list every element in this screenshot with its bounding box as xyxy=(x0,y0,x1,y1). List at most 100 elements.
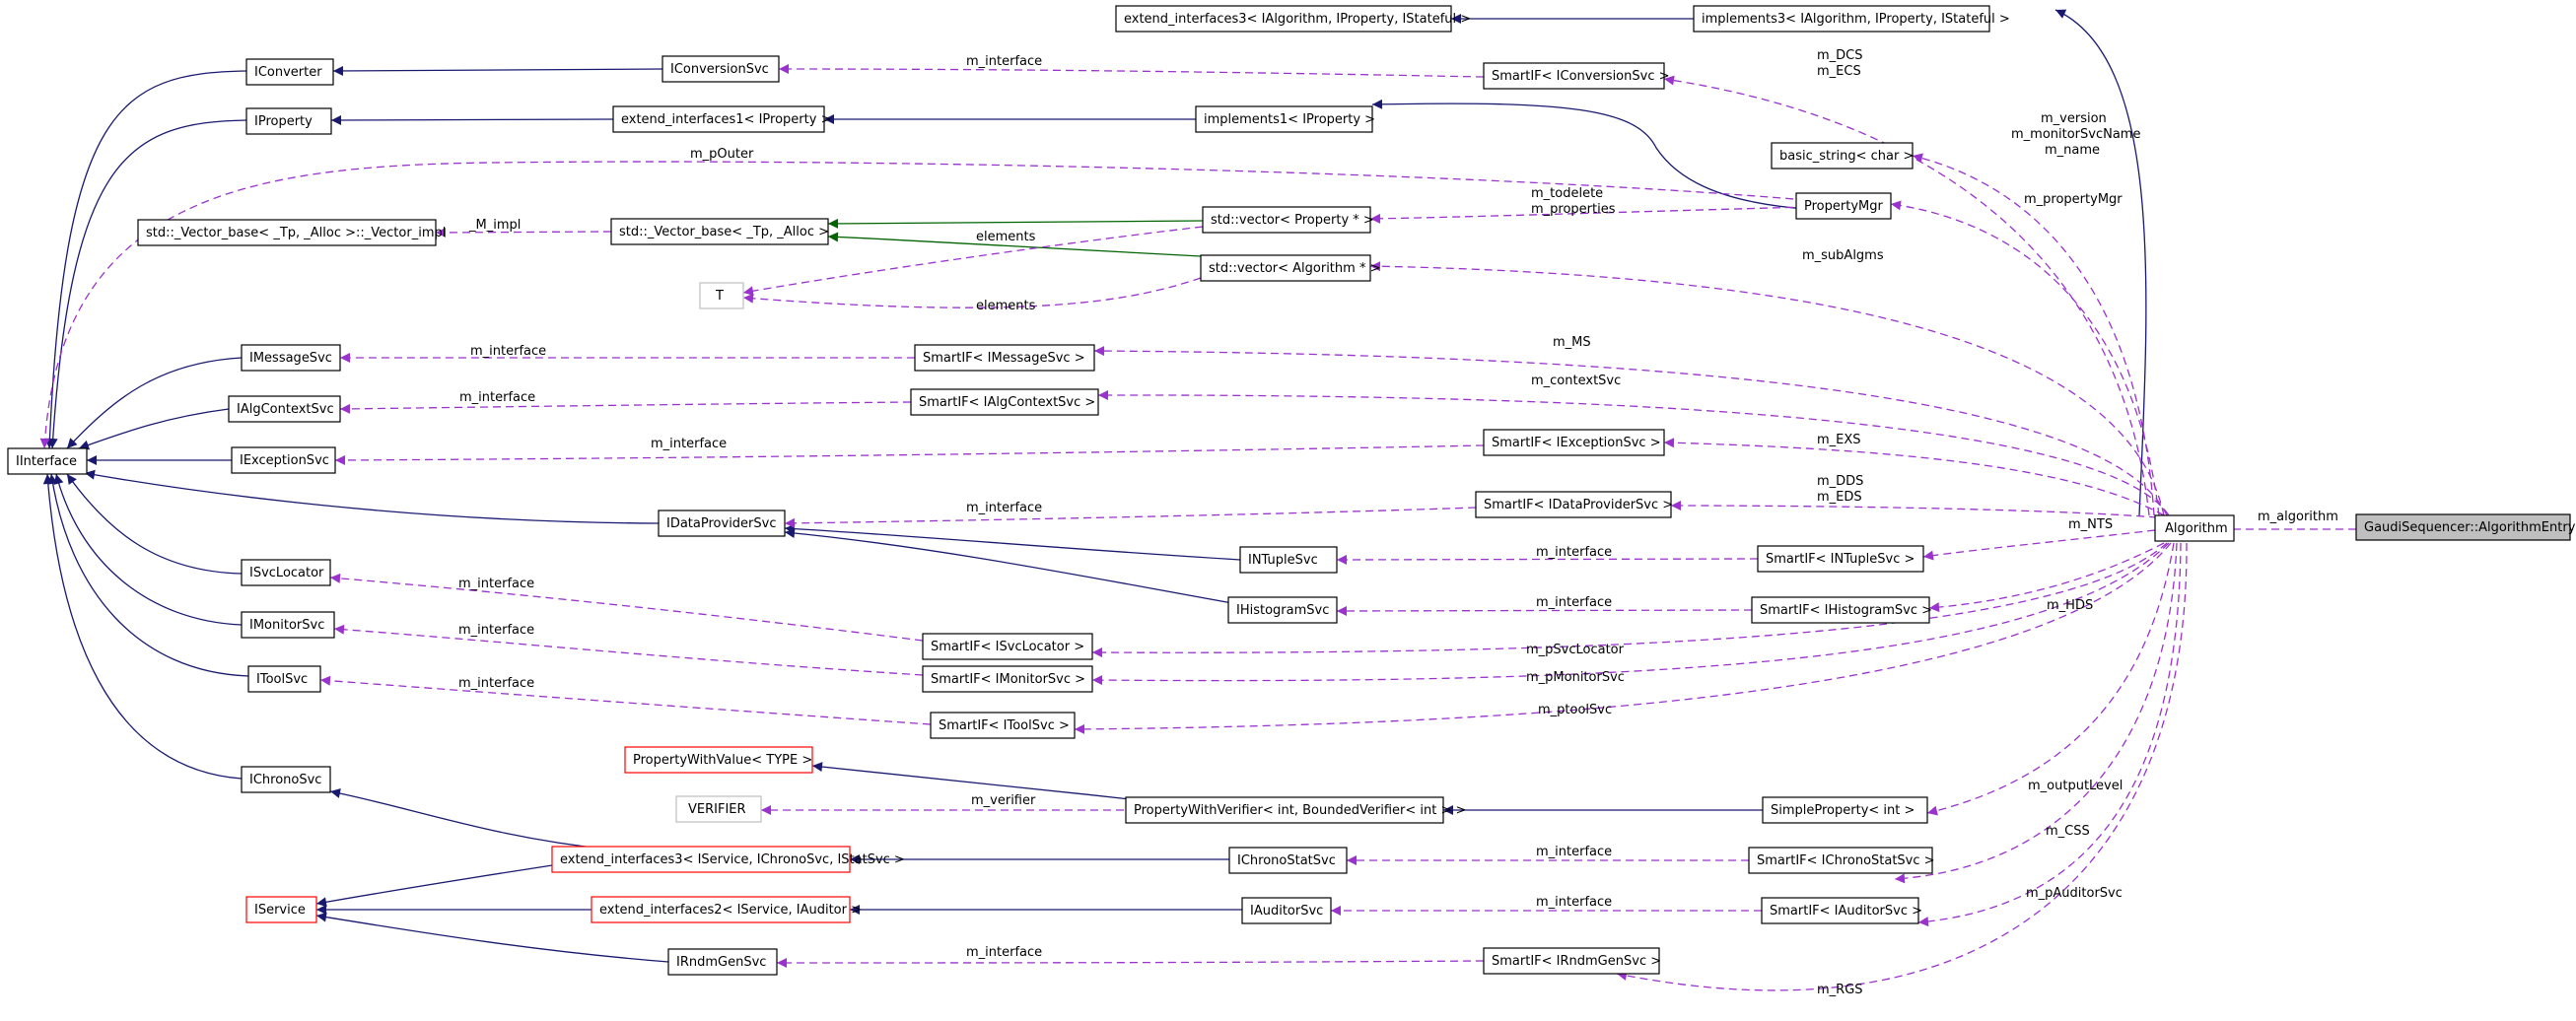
svg-text:extend_interfaces1< IProperty: extend_interfaces1< IProperty > xyxy=(621,112,831,127)
svg-text:IProperty: IProperty xyxy=(254,114,313,129)
node-vector-base[interactable]: std::_Vector_base< _Tp, _Alloc > xyxy=(610,218,829,245)
node-intuplesvc[interactable]: INTupleSvc xyxy=(1239,546,1338,574)
svg-text:IMessageSvc: IMessageSvc xyxy=(249,351,332,366)
node-propertymgr[interactable]: PropertyMgr xyxy=(1795,192,1892,220)
node-idataprovidersvc[interactable]: IDataProviderSvc xyxy=(658,510,786,537)
node-verifier[interactable]: VERIFIER xyxy=(675,795,762,823)
node-smartif-imonitorsvc[interactable]: SmartIF< IMonitorSvc > xyxy=(922,665,1093,693)
svg-text:IConverter: IConverter xyxy=(254,65,322,80)
node-smartif-ichronostatsvc[interactable]: SmartIF< IChronoStatSvc > xyxy=(1748,847,1935,874)
node-smartif-ialgcontextsvc[interactable]: SmartIF< IAlgContextSvc > xyxy=(910,388,1099,416)
edge-algorithm-smartif-ichronostatsvc xyxy=(1894,542,2178,884)
node-ext-if3-svc[interactable]: extend_interfaces3< IService, IChronoSvc… xyxy=(551,846,905,873)
svg-text:T: T xyxy=(715,289,724,304)
edge-ialgcontextsvc-iinterface xyxy=(78,408,230,450)
edge-smartif-ialgcontextsvc xyxy=(339,401,912,414)
node-itoolsvc[interactable]: IToolSvc xyxy=(247,665,321,693)
svg-text:PropertyMgr: PropertyMgr xyxy=(1804,199,1883,214)
edge-smartif-ihistogramsvc xyxy=(1336,605,1753,616)
node-smartif-imessagesvc[interactable]: SmartIF< IMessageSvc > xyxy=(914,344,1095,372)
label-m-pauditorsvc: m_pAuditorSvc xyxy=(2026,886,2123,901)
edge-vecproperty-vectorbase xyxy=(827,218,1204,229)
svg-text:IMonitorSvc: IMonitorSvc xyxy=(249,618,324,633)
node-imonitorsvc[interactable]: IMonitorSvc xyxy=(241,611,335,639)
node-ext-if3-alg[interactable]: extend_interfaces3< IAlgorithm, IPropert… xyxy=(1115,5,1471,33)
node-ichronosvc[interactable]: IChronoSvc xyxy=(241,766,331,793)
label-m-todelete: m_todelete xyxy=(1531,186,1603,201)
node-iauditorsvc[interactable]: IAuditorSvc xyxy=(1241,897,1332,924)
edge-algorithm-impl3 xyxy=(2054,9,2147,516)
node-smartif-intuplesvc[interactable]: SmartIF< INTupleSvc > xyxy=(1757,545,1924,573)
node-basic-string[interactable]: basic_string< char > xyxy=(1771,142,1914,170)
node-vec-property[interactable]: std::vector< Property * > xyxy=(1202,206,1374,234)
node-smartif-itoolsvc[interactable]: SmartIF< IToolSvc > xyxy=(930,712,1076,739)
edge-smartif-itoolsvc xyxy=(319,675,932,725)
svg-text:basic_string< char >: basic_string< char > xyxy=(1779,149,1914,164)
node-smartif-isvclocator[interactable]: SmartIF< ISvcLocator > xyxy=(922,633,1093,660)
svg-text:IService: IService xyxy=(254,903,306,918)
node-vec-algorithm[interactable]: std::vector< Algorithm * > xyxy=(1200,254,1380,282)
node-smartif-iexceptionsvc[interactable]: SmartIF< IExceptionSvc > xyxy=(1483,429,1665,456)
node-iconverter[interactable]: IConverter xyxy=(245,58,334,86)
svg-text:implements1< IProperty >: implements1< IProperty > xyxy=(1204,112,1375,127)
edge-algorithm-smartif-intuplesvc xyxy=(1922,529,2156,561)
node-t[interactable]: T xyxy=(699,282,744,309)
edge-idataprovidersvc-iinterface xyxy=(84,469,660,524)
edge-smartif-intuplesvc xyxy=(1336,554,1759,565)
label-m-exs: m_EXS xyxy=(1817,433,1861,447)
label-m-ms: m_MS xyxy=(1553,335,1591,350)
node-algorithm[interactable]: Algorithm xyxy=(2154,514,2235,542)
node-smartif-idataprovidersvc[interactable]: SmartIF< IDataProviderSvc > xyxy=(1475,491,1673,518)
svg-text:SmartIF< IAuditorSvc >: SmartIF< IAuditorSvc > xyxy=(1770,904,1922,919)
node-propertywithvalue[interactable]: PropertyWithValue< TYPE > xyxy=(624,746,813,774)
svg-text:SmartIF< IExceptionSvc >: SmartIF< IExceptionSvc > xyxy=(1492,436,1661,450)
edge-propertymgr-impl1 xyxy=(1371,99,1807,210)
node-ext-if2-svc[interactable]: extend_interfaces2< IService, IAuditor > xyxy=(591,896,862,923)
edge-smartif-imonitorsvc xyxy=(333,624,924,676)
node-pwv-bounded[interactable]: PropertyWithVerifier< int, BoundedVerifi… xyxy=(1125,796,1466,824)
node-ialgcontextsvc[interactable]: IAlgContextSvc xyxy=(228,395,341,423)
node-ihistogramsvc[interactable]: IHistogramSvc xyxy=(1227,596,1338,624)
edge-itoolsvc-iinterface xyxy=(47,473,249,677)
node-simpleproperty[interactable]: SimpleProperty< int > xyxy=(1762,796,1928,824)
node-smartif-iconversionsvc[interactable]: SmartIF< IConversionSvc > xyxy=(1483,62,1670,90)
label-m-interface-svcloc: m_interface xyxy=(458,577,534,591)
svg-text:std::_Vector_base< _Tp, _Alloc: std::_Vector_base< _Tp, _Alloc >::_Vecto… xyxy=(146,226,446,240)
edge-extif3svc-iservice xyxy=(315,858,592,908)
node-algorithmentry[interactable]: GaudiSequencer::AlgorithmEntry xyxy=(2355,513,2576,541)
svg-text:SmartIF< ISvcLocator >: SmartIF< ISvcLocator > xyxy=(931,640,1084,654)
node-imessagesvc[interactable]: IMessageSvc xyxy=(241,344,341,372)
svg-text:SmartIF< IDataProviderSvc >: SmartIF< IDataProviderSvc > xyxy=(1484,498,1673,512)
node-iproperty[interactable]: IProperty xyxy=(245,107,332,135)
edge-vecproperty-t xyxy=(742,226,1204,297)
node-ext-if1-prop[interactable]: extend_interfaces1< IProperty > xyxy=(612,105,831,133)
label-m-dds: m_DDS xyxy=(1817,474,1863,489)
edge-irndmgensvc-iservice xyxy=(315,912,669,963)
label-m-interface-rndm: m_interface xyxy=(966,945,1042,960)
label-m-interface-conversion: m_interface xyxy=(966,54,1042,69)
label-m-css: m_CSS xyxy=(2046,824,2090,839)
node-iservice[interactable]: IService xyxy=(245,896,317,923)
node-vector-base-impl[interactable]: std::_Vector_base< _Tp, _Alloc >::_Vecto… xyxy=(137,219,446,246)
edge-smartif-isvclocator xyxy=(329,573,924,642)
node-iexceptionsvc[interactable]: IExceptionSvc xyxy=(231,446,336,474)
label-m-pmonitorsvc: m_pMonitorSvc xyxy=(1526,670,1625,685)
node-impl3[interactable]: implements3< IAlgorithm, IProperty, ISta… xyxy=(1693,5,2010,33)
node-iconversionsvc[interactable]: IConversionSvc xyxy=(661,55,780,83)
node-smartif-irndmgensvc[interactable]: SmartIF< IRndmGenSvc > xyxy=(1483,947,1661,975)
svg-text:std::_Vector_base< _Tp, _Alloc: std::_Vector_base< _Tp, _Alloc > xyxy=(619,225,829,239)
node-smartif-iauditorsvc[interactable]: SmartIF< IAuditorSvc > xyxy=(1761,897,1922,924)
edge-imessagesvc-iinterface xyxy=(66,357,243,449)
node-impl1[interactable]: implements1< IProperty > xyxy=(1195,105,1375,133)
node-iinterface[interactable]: IInterface xyxy=(7,447,88,475)
node-smartif-ihistogramsvc[interactable]: SmartIF< IHistogramSvc > xyxy=(1751,596,1932,624)
svg-text:SmartIF< IToolSvc >: SmartIF< IToolSvc > xyxy=(939,718,1070,733)
edge-algorithm-smartif-isvclocator xyxy=(1091,542,2168,658)
edge-pwv-bounded-propertywithvalue xyxy=(811,762,1166,804)
svg-text:IConversionSvc: IConversionSvc xyxy=(670,62,769,77)
label-m-interface-hist: m_interface xyxy=(1536,595,1612,610)
node-isvclocator[interactable]: ISvcLocator xyxy=(241,559,331,586)
label-m-dcs: m_DCS xyxy=(1817,48,1863,63)
node-ichronostatsvc[interactable]: IChronoStatSvc xyxy=(1228,847,1348,874)
node-irndmgensvc[interactable]: IRndmGenSvc xyxy=(667,948,778,976)
